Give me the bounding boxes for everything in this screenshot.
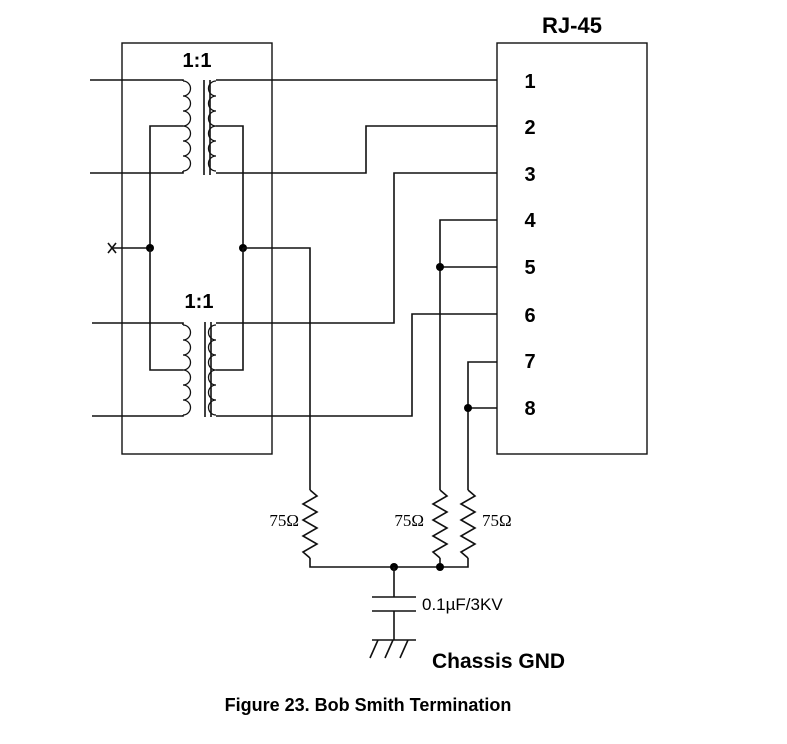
ground-hatch-1 bbox=[369, 639, 379, 659]
wire-pin4-to-resistor bbox=[439, 219, 497, 490]
lower-primary-winding bbox=[182, 324, 192, 416]
upper-transformer-ratio: 1:1 bbox=[183, 50, 212, 72]
pin-3-label: 3 bbox=[524, 164, 535, 186]
pin-7-label: 7 bbox=[524, 351, 535, 373]
wire-lower-primary-top bbox=[92, 322, 184, 325]
rj45-connector-box bbox=[496, 42, 648, 455]
pin-1-label: 1 bbox=[524, 71, 535, 93]
wire-upper-secondary-center-tap bbox=[216, 125, 244, 248]
pin-4-label: 4 bbox=[524, 210, 536, 232]
no-connect-mark-b bbox=[107, 242, 117, 254]
wire-lower-primary-bottom bbox=[92, 415, 184, 417]
rj45-title: RJ-45 bbox=[542, 13, 602, 38]
termination-resistors: 75Ω 75Ω 75Ω bbox=[269, 489, 512, 559]
pin-2-label: 2 bbox=[524, 117, 535, 139]
chassis-ground-label: Chassis GND bbox=[432, 650, 565, 673]
unused-pair-wiring bbox=[436, 219, 497, 490]
rj45-pin-labels: 1 2 3 4 5 6 7 8 bbox=[524, 71, 536, 420]
resistor-right-zigzag bbox=[459, 489, 477, 559]
lower-transformer-wiring bbox=[92, 172, 497, 417]
resistor-right-label: 75Ω bbox=[482, 511, 512, 530]
wire-left-resistor-to-bus bbox=[309, 558, 469, 568]
resistor-left-zigzag bbox=[301, 489, 319, 559]
lower-secondary-winding bbox=[207, 324, 217, 416]
wire-upper-secondary-to-pin2 bbox=[216, 125, 497, 174]
capacitor-label: 0.1µF/3KV bbox=[422, 595, 503, 614]
resistor-middle-label: 75Ω bbox=[394, 511, 424, 530]
wire-input-bottom-to-primary bbox=[90, 171, 184, 174]
resistor-middle-zigzag bbox=[431, 489, 449, 559]
upper-primary-winding bbox=[182, 80, 192, 172]
junction-dot-pin5 bbox=[436, 263, 444, 271]
lower-transformer: 1:1 bbox=[182, 291, 217, 417]
wire-pin7-to-resistor bbox=[467, 361, 497, 490]
resistor-left-label: 75Ω bbox=[269, 511, 299, 530]
center-tap-junction bbox=[107, 242, 311, 490]
chassis-ground: Chassis GND bbox=[369, 639, 565, 673]
junction-dot-bus-middle bbox=[436, 563, 444, 571]
ground-hatch-3 bbox=[399, 639, 409, 659]
upper-transformer: 1:1 bbox=[182, 50, 217, 175]
pin-5-label: 5 bbox=[524, 257, 535, 279]
pin-6-label: 6 bbox=[524, 305, 535, 327]
junction-dot-pin8 bbox=[464, 404, 472, 412]
figure-caption: Figure 23. Bob Smith Termination bbox=[225, 695, 512, 715]
ground-hatch-2 bbox=[384, 639, 394, 659]
wire-secondary-ct-to-resistor bbox=[243, 247, 311, 490]
wire-lower-primary-center-tap bbox=[149, 248, 183, 371]
wire-upper-primary-center-tap bbox=[149, 125, 183, 248]
wire-lower-secondary-center-tap bbox=[216, 248, 244, 371]
pin-8-label: 8 bbox=[524, 398, 535, 420]
hv-capacitor: 0.1µF/3KV bbox=[372, 595, 503, 640]
lower-transformer-ratio: 1:1 bbox=[185, 291, 214, 313]
wire-lower-secondary-to-pin6 bbox=[216, 313, 497, 417]
wire-lower-secondary-to-pin3 bbox=[216, 172, 497, 324]
upper-transformer-wiring bbox=[90, 79, 497, 248]
common-ground-bus bbox=[309, 558, 469, 597]
wire-input-top-to-primary bbox=[90, 79, 184, 81]
